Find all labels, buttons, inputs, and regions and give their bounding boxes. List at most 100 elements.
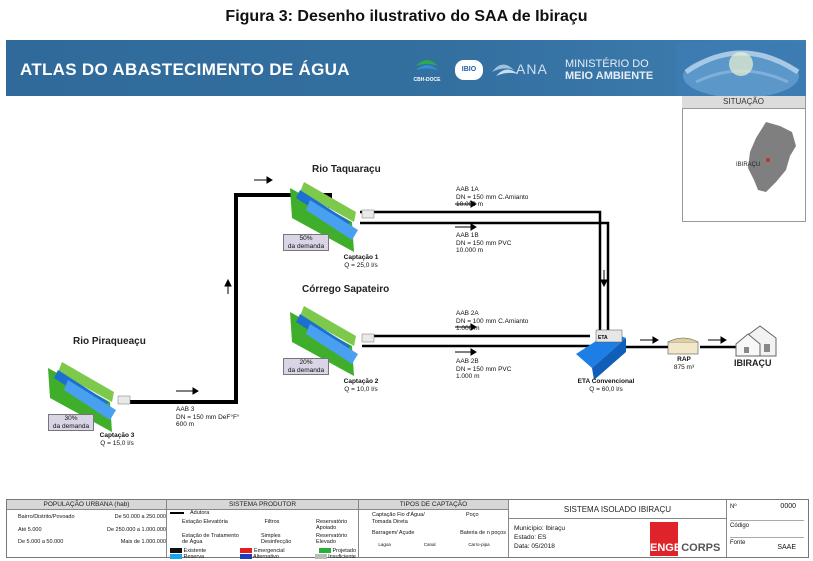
aab2b-dn: DN = 150 mm PVC xyxy=(456,365,512,373)
eta-label: ETA Convencional Q = 60,0 l/s xyxy=(566,378,646,393)
aab1a-length: 10.000 m xyxy=(456,201,484,208)
banner-title: ATLAS DO ABASTECIMENTO DE ÁGUA xyxy=(20,60,350,79)
demand-box-1: 50% da demanda xyxy=(283,234,329,251)
cbh-logo: CBH-DOCE xyxy=(412,52,442,86)
aab2b-name: AAB 2B xyxy=(456,358,479,365)
figure-title: Figura 3: Desenho ilustrativo do SAA de … xyxy=(225,8,588,25)
captacao-2-illustration xyxy=(290,306,375,376)
pipeline-diagram xyxy=(48,176,777,432)
captacao-1-label: Captação 1 Q = 25,0 l/s xyxy=(336,254,386,269)
engecorps-logo: ENGECORPS xyxy=(650,522,720,556)
status-emergencial: Emergencial xyxy=(240,547,285,555)
pipe-aab1b-label: AAB 1B DN = 150 mm PVC 10.000 m xyxy=(456,232,511,255)
ministry-line2: MEIO AMBIENTE xyxy=(565,70,654,82)
no-label: Nº xyxy=(730,504,737,510)
codigo-label: Código xyxy=(730,523,750,529)
eta-name: ETA Convencional xyxy=(577,378,635,385)
pop-item-50k: De 50.000 a 250.000 xyxy=(114,514,166,520)
tipo-lagoa: Lagoa xyxy=(378,541,391,547)
ibio-logo: IBIO xyxy=(455,60,483,80)
aab1b-dn: DN = 150 mm PVC xyxy=(456,239,512,247)
data-text: Data: 05/2018 xyxy=(514,543,555,550)
river-sapateiro-label: Córrego Sapateiro xyxy=(302,284,390,295)
cbh-logo-text: CBH-DOCE xyxy=(413,77,441,83)
rap-label: RAP 875 m³ xyxy=(664,356,704,371)
legend-prod-items: Adutora Estação Elevatória Filtros Reser… xyxy=(170,510,356,561)
atlas-banner xyxy=(6,40,806,96)
prod-item-elevatoria: Estação Elevatória xyxy=(182,518,228,525)
status-alternativo-label: Alternativo xyxy=(252,554,279,560)
ana-logo-text: ANA xyxy=(516,61,548,77)
demand-box-3: 30% da demanda xyxy=(48,414,94,431)
tipo-canal: Canal xyxy=(423,541,436,547)
status-alternativo: Alternativo xyxy=(239,554,279,561)
legend-pop-head: POPULAÇÃO URBANA (hab) xyxy=(7,500,166,510)
aab1a-name: AAB 1A xyxy=(456,186,479,193)
demand-label-3: da demanda xyxy=(52,422,90,430)
status-reserva: Reserva xyxy=(170,554,204,561)
city-houses-icon xyxy=(735,325,777,357)
no-value: 0000 xyxy=(780,503,796,510)
pipe-aab1a xyxy=(360,210,602,330)
prod-item-eta: Estação de Tratamento de Água xyxy=(182,532,239,546)
ministry-text: MINISTÉRIO DO MEIO AMBIENTE xyxy=(565,58,653,82)
aab2a-length: 1.000 m xyxy=(456,325,480,332)
ibio-logo-text: IBIO xyxy=(461,66,477,73)
tipo-carro-pipa: Carro-pipa xyxy=(468,541,490,547)
captacao-2-label: Captação 2 Q = 10,0 l/s xyxy=(336,378,386,393)
estado-text: Estado: ES xyxy=(514,534,547,541)
prod-item-adutora: Adutora xyxy=(190,510,210,516)
pop-item-250k: De 250.000 a 1.000.000 xyxy=(106,526,166,533)
engecorps-text-b: CORPS xyxy=(681,542,721,554)
fonte-label: Fonte xyxy=(730,540,746,546)
aab2a-dn: DN = 100 mm C.Amianto xyxy=(456,317,529,325)
situation-title: SITUAÇÃO xyxy=(682,96,805,109)
globe-icon xyxy=(676,42,806,98)
prod-item-res-elevado: Reservatório Elevado xyxy=(316,532,348,546)
pop-item-5k-50k: De 5.000 a 50.000 xyxy=(18,539,64,545)
pipe-aab1b xyxy=(360,221,610,330)
engecorps-text-a: ENGE xyxy=(650,542,682,554)
prod-item-desinfeccao: Simples Desinfecção xyxy=(261,532,292,546)
status-insuficiente: Insuficiente xyxy=(314,554,356,561)
status-existente-label: Existente xyxy=(183,547,207,554)
system-title: SISTEMA ISOLADO IBIRAÇU xyxy=(509,502,726,519)
pipe-aab2a-label: AAB 2A DN = 100 mm C.Amianto 1.000 m xyxy=(456,310,528,333)
prod-item-filtros: Filtros xyxy=(264,518,280,525)
prod-item-res-apoiado: Reservatório Apoiado xyxy=(316,518,348,532)
legend-divider-4 xyxy=(726,499,727,557)
espirito-santo-map-icon xyxy=(748,122,796,192)
status-emergencial-label: Emergencial xyxy=(254,547,285,554)
captacao-3-flow: Q = 15,0 l/s xyxy=(100,439,134,447)
rap-name: RAP xyxy=(677,356,691,363)
status-reserva-label: Reserva xyxy=(183,554,205,560)
legend-tipo-items: Captação Fio d'Água/ Tomada Direta Poço … xyxy=(362,512,506,548)
eta-illustration xyxy=(576,329,626,380)
captacao-2-flow: Q = 10,0 l/s xyxy=(344,385,378,393)
info-column: Nº 0000 Código Fonte SAAE xyxy=(730,503,804,552)
tipo-bateria: Bateria de n poços xyxy=(460,530,506,536)
eta-flow: Q = 60,0 l/s xyxy=(589,385,623,393)
pop-item-5k: Até 5.000 xyxy=(18,526,42,533)
legend-pop-items: Bairro/Distrito/Povoado De 50.000 a 250.… xyxy=(10,514,166,546)
aab3-dn: DN = 150 mm DeF°F° xyxy=(176,413,240,421)
pop-item-1m: Mais de 1.000.000 xyxy=(120,539,166,545)
aab3-length: 600 m xyxy=(176,421,195,428)
river-taquaracu-label: Rio Taquaraçu xyxy=(312,164,381,175)
captacao-3-label: Captação 3 Q = 15,0 l/s xyxy=(92,432,142,447)
legend-tipo-head: TIPOS DE CAPTAÇÃO xyxy=(359,500,508,510)
pop-item-bairro: Bairro/Distrito/Povoado xyxy=(18,514,75,520)
tipo-barragem: Barragem/ Açude xyxy=(372,530,415,536)
captacao-1-flow: Q = 25,0 l/s xyxy=(344,261,378,269)
flow-arrows xyxy=(176,176,727,395)
demand-label-1: da demanda xyxy=(287,242,325,250)
legend-divider-3 xyxy=(508,499,509,557)
tipo-fio-dagua: Captação Fio d'Água/ Tomada Direta xyxy=(372,512,425,525)
aab1b-length: 10.000 m xyxy=(456,247,484,254)
demand-label-2: da demanda xyxy=(287,366,325,374)
aab2b-length: 1.000 m xyxy=(456,373,480,380)
tipo-poco: Poço xyxy=(466,512,479,518)
captacao-1-name: Captação 1 xyxy=(343,254,379,261)
eta-tag: ETA xyxy=(598,335,608,341)
demand-pct-2: 20% xyxy=(299,359,313,366)
